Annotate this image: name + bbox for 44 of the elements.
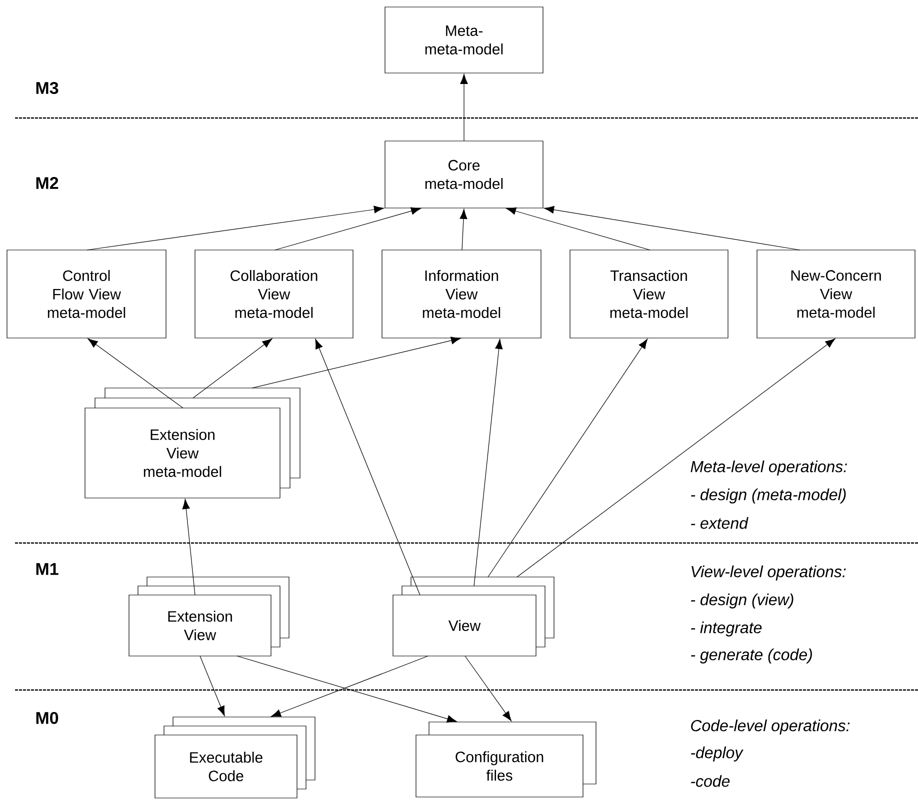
stacked-box: Extension View meta-model — [84, 388, 300, 498]
arrow — [274, 207, 422, 250]
arrow — [236, 656, 458, 723]
arrow — [460, 208, 468, 250]
operation-note: -code — [691, 775, 730, 787]
arrow — [516, 338, 836, 578]
level-label: M0 — [36, 712, 58, 724]
arrow — [460, 74, 468, 142]
operation-note: Code-level operations: — [691, 720, 850, 734]
operation-note: - integrate — [691, 622, 762, 636]
level-label: M3 — [36, 82, 58, 94]
arrow — [544, 206, 800, 250]
model-box: New-Concern View meta-model — [756, 250, 916, 338]
model-box: Information View meta-model — [382, 250, 542, 338]
arrow — [270, 656, 428, 717]
arrow — [474, 338, 503, 586]
model-box: Meta- meta-model — [384, 6, 544, 74]
model-box: Transaction View meta-model — [570, 250, 728, 338]
operation-note: Meta-level operations: — [690, 460, 847, 476]
operation-note: View-level operations: — [692, 566, 846, 580]
level-label: M1 — [36, 563, 58, 575]
stacked-box: View — [392, 576, 554, 656]
stacked-box: Extension View — [128, 576, 290, 656]
arrow — [88, 338, 184, 408]
arrow — [464, 656, 512, 722]
model-box: Control Flow View meta-model — [6, 250, 166, 338]
operation-note: - extend — [691, 517, 748, 529]
arrow — [200, 656, 225, 716]
model-box: Collaboration View meta-model — [194, 250, 354, 338]
arrow — [315, 338, 420, 596]
stacked-box: Configuration files — [416, 722, 596, 798]
operation-note: - design (meta-model) — [691, 488, 846, 504]
operation-note: -deploy — [691, 746, 744, 762]
operation-note: - generate (code) — [691, 648, 812, 664]
arrow — [192, 338, 272, 398]
stacked-box: Executable Code — [154, 716, 316, 798]
arrow — [86, 206, 384, 250]
arrow — [506, 207, 650, 250]
arrow — [488, 338, 648, 578]
arrow — [182, 498, 196, 596]
model-box: Core meta-model — [384, 140, 544, 208]
operation-note: - design (view) — [691, 594, 794, 608]
arrow — [252, 336, 462, 388]
level-label: M2 — [36, 177, 58, 189]
